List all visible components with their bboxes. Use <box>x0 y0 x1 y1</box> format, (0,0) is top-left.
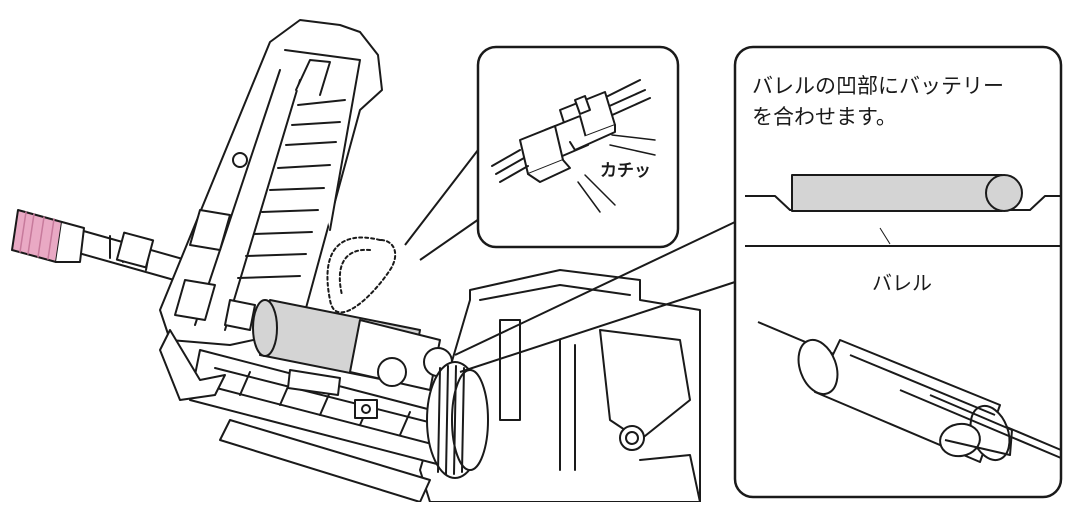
wire-loop <box>327 238 395 313</box>
instruction-line-2: を合わせます。 <box>752 105 897 129</box>
muzzle <box>12 210 84 262</box>
instruction-line-1: バレルの凹部にバッテリー <box>752 74 1004 98</box>
click-sound-label: カチッ <box>600 161 651 181</box>
battery-callout: バレルの凹部にバッテリー を合わせます。 バレル <box>735 47 1061 497</box>
delta-ring <box>427 362 488 478</box>
connector-callout: カチッ <box>478 47 678 247</box>
barrel-label: バレル <box>872 271 932 295</box>
